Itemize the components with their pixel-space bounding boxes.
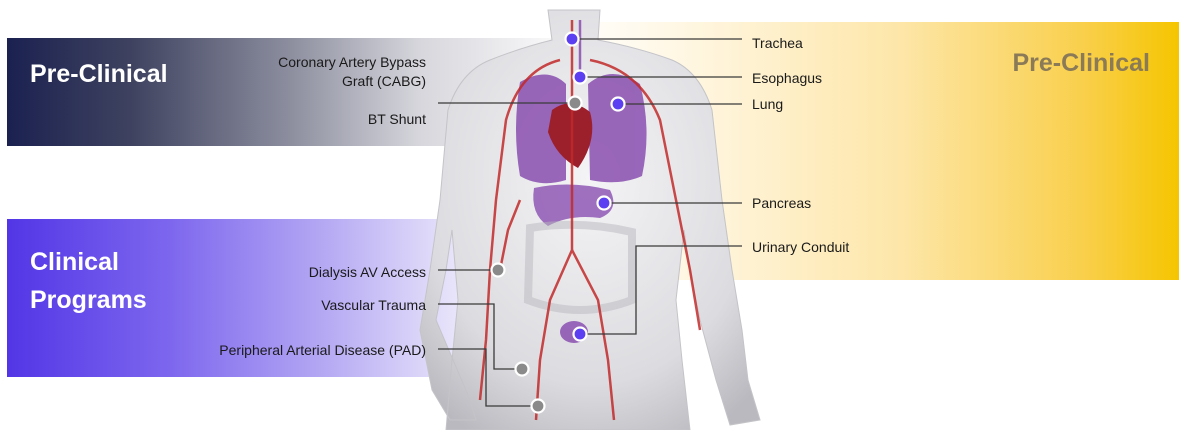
cabg-label-line1: Coronary Artery Bypass — [278, 53, 426, 72]
pancreas-label: Pancreas — [752, 194, 811, 213]
bt-shunt-label: BT Shunt — [368, 110, 426, 129]
vascular-trauma-label: Vascular Trauma — [321, 296, 426, 315]
pad-connector — [438, 349, 538, 406]
cabg-label: Coronary Artery Bypass Graft (CABG) — [278, 53, 426, 91]
cabg-label-line2: Graft (CABG) — [278, 72, 426, 91]
urinary-conduit-label: Urinary Conduit — [752, 238, 849, 257]
clinical-programs-title: Clinical Programs — [30, 243, 147, 319]
lung-label: Lung — [752, 95, 783, 114]
vascular-trauma-marker[interactable] — [516, 363, 529, 376]
pad-marker[interactable] — [532, 400, 545, 413]
dialysis-marker[interactable] — [492, 264, 505, 277]
pad-label: Peripheral Arterial Disease (PAD) — [219, 341, 426, 360]
urinary-conduit-marker[interactable] — [574, 328, 587, 341]
dialysis-label: Dialysis AV Access — [309, 263, 426, 282]
urinary-conduit-connector — [580, 246, 742, 334]
clinical-title-line1: Clinical — [30, 243, 147, 281]
esophagus-label: Esophagus — [752, 69, 822, 88]
vascular-trauma-connector — [438, 304, 522, 369]
lung-marker[interactable] — [612, 98, 625, 111]
trachea-marker[interactable] — [566, 33, 579, 46]
bt-shunt-marker[interactable] — [569, 97, 582, 110]
pancreas-marker[interactable] — [598, 197, 611, 210]
preclinical-title-left: Pre-Clinical — [30, 60, 168, 89]
clinical-title-line2: Programs — [30, 281, 147, 319]
esophagus-marker[interactable] — [574, 71, 587, 84]
trachea-label: Trachea — [752, 34, 803, 53]
preclinical-title-right: Pre-Clinical — [1012, 49, 1150, 78]
